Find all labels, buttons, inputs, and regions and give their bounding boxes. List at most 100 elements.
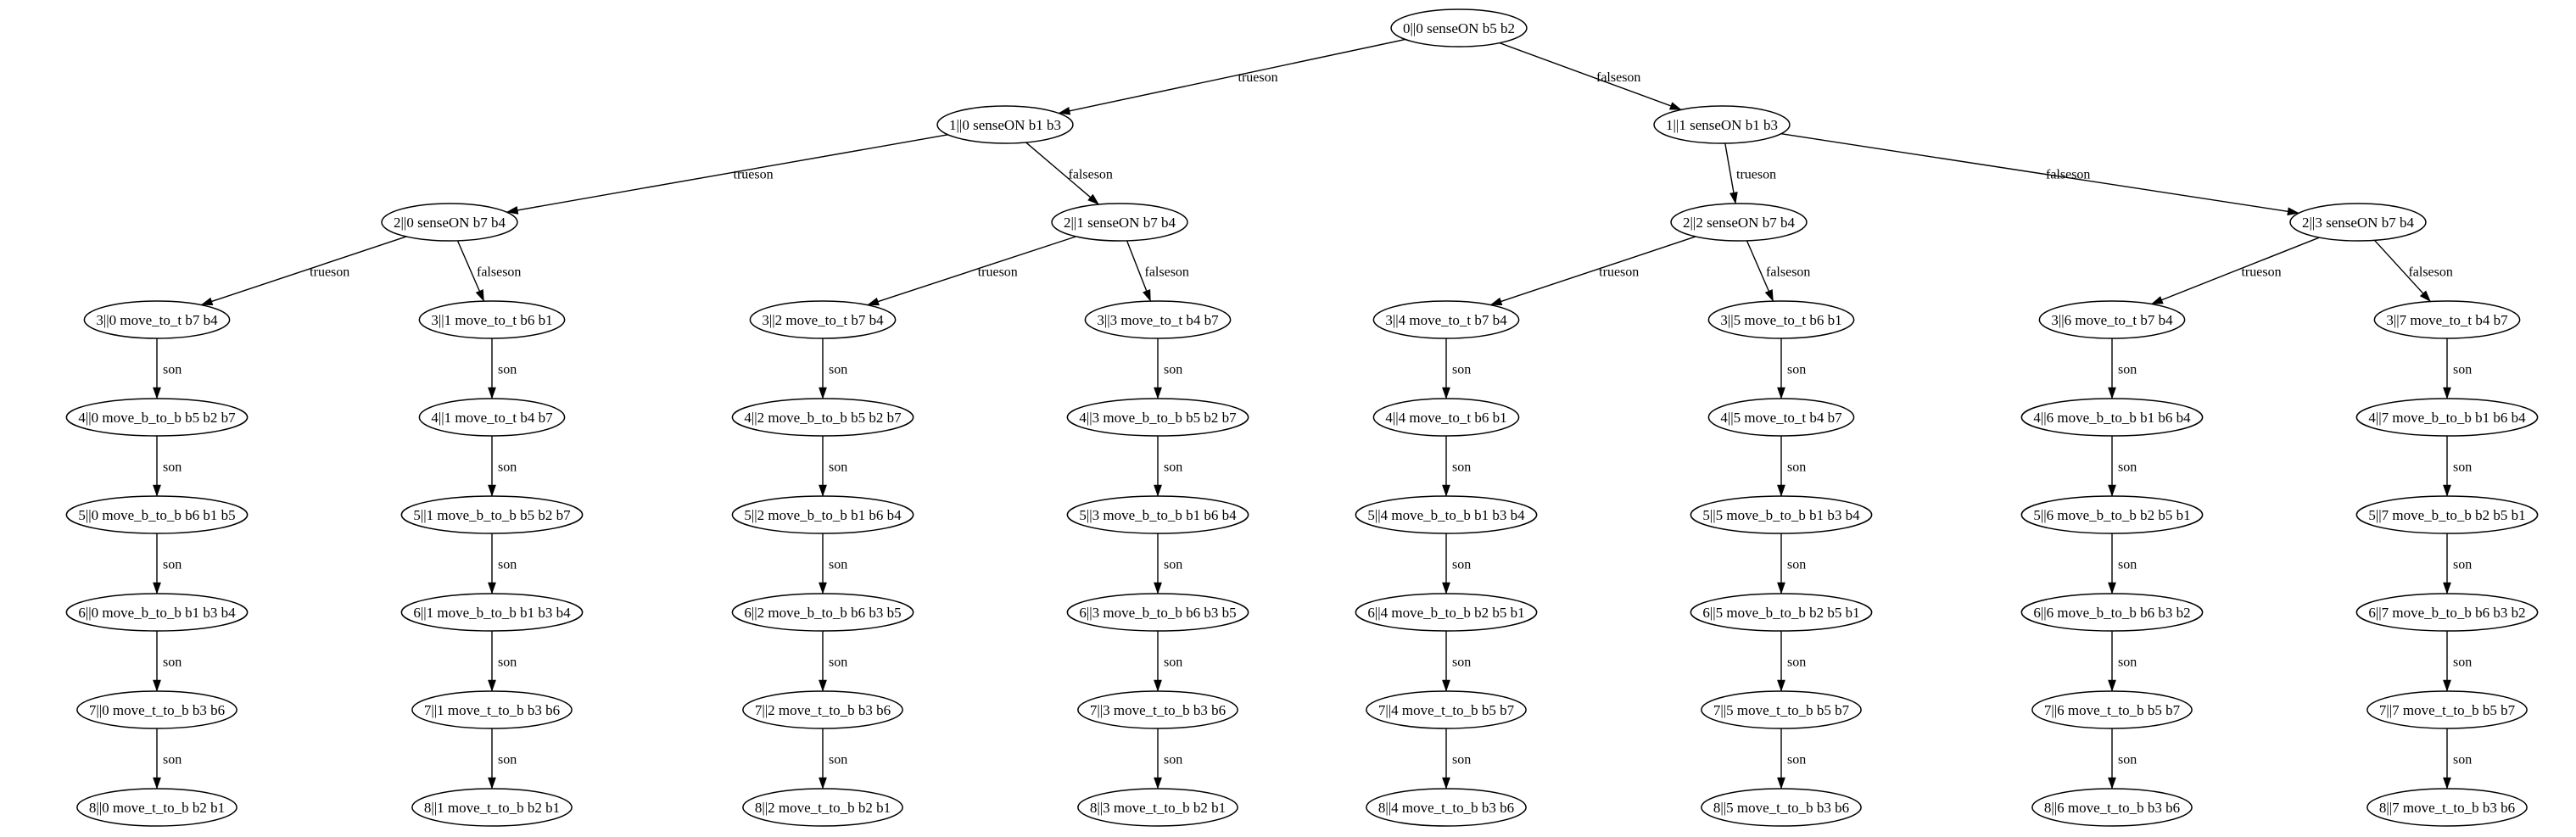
node-label: 3||2 move_to_t b7 b4 [762,312,884,328]
node-ellipse [1701,788,1862,827]
node-ellipse [2020,398,2204,437]
node-ellipse [742,690,903,729]
tree-node-7||6: 7||6 move_t_to_b b5 b7 [2031,690,2193,729]
edge-label: trueson [1599,265,1639,279]
tree-node-8||2: 8||2 move_t_to_b b2 b1 [742,788,903,827]
tree-edge-5||4-6||4: son [1442,533,1471,594]
node-ellipse [400,593,584,632]
edge-label: son [498,753,517,767]
node-ellipse [1701,690,1862,729]
edge-label: son [1452,656,1471,670]
tree-node-3||7: 3||7 move_to_t b4 b7 [2373,300,2521,339]
tree-node-1||0: 1||0 senseON b1 b3 [936,105,1074,144]
node-label: 8||2 move_t_to_b b2 b1 [755,800,891,816]
node-label: 3||5 move_to_t b6 b1 [1720,312,1841,328]
node-label: 6||4 move_b_to_b b2 b5 b1 [1367,605,1524,621]
node-ellipse [1355,593,1538,632]
tree-node-6||0: 6||0 move_b_to_b b1 b3 b4 [65,593,249,632]
edge-line [1489,236,1696,306]
node-ellipse [1707,398,1855,437]
node-label: 3||0 move_to_t b7 b4 [96,312,218,328]
tree-edge-6||6-7||6: son [2108,631,2137,692]
node-ellipse [418,300,566,339]
edge-line [1126,240,1152,302]
tree-node-5||7: 5||7 move_b_to_b b2 b5 b1 [2355,495,2539,534]
edge-label: trueson [734,168,774,182]
tree-edge-7||7-8||7: son [2443,728,2472,790]
tree-node-2||0: 2||0 senseON b7 b4 [381,203,518,242]
node-ellipse [83,300,231,339]
edge-label: son [1164,363,1182,377]
tree-node-6||1: 6||1 move_b_to_b b1 b3 b4 [400,593,584,632]
node-label: 3||6 move_to_t b7 b4 [2051,312,2173,328]
tree-edge-3||7-4||7: son [2443,338,2472,399]
tree-node-5||3: 5||3 move_b_to_b b1 b6 b4 [1066,495,1249,534]
edge-label: son [1787,656,1806,670]
tree-node-8||4: 8||4 move_t_to_b b3 b6 [1366,788,1527,827]
node-ellipse [1690,495,1873,534]
tree-node-4||6: 4||6 move_b_to_b b1 b6 b4 [2020,398,2204,437]
node-label: 6||2 move_b_to_b b6 b3 b5 [744,605,901,621]
edge-line [2150,237,2320,305]
tree-node-6||2: 6||2 move_b_to_b b6 b3 b5 [731,593,914,632]
tree-node-6||4: 6||4 move_b_to_b b2 b5 b1 [1355,593,1538,632]
tree-node-5||5: 5||5 move_b_to_b b1 b3 b4 [1690,495,1873,534]
node-ellipse [1077,690,1238,729]
edge-label: son [1787,460,1806,475]
tree-node-6||7: 6||7 move_b_to_b b6 b3 b2 [2355,593,2539,632]
edge-label: son [498,656,517,670]
node-ellipse [65,495,249,534]
node-label: 3||3 move_to_t b4 b7 [1097,312,1219,328]
tree-edge-2||3-3||7: falseson [2373,239,2453,303]
tree-edge-4||6-5||6: son [2108,436,2137,497]
edge-label: son [2453,363,2472,377]
tree-node-4||2: 4||2 move_b_to_b b5 b2 b7 [731,398,914,437]
tree-edge-1||0-2||1: falseson [1025,142,1113,205]
edge-line [2373,239,2431,303]
node-ellipse [1670,203,1808,242]
node-ellipse [1653,105,1791,144]
node-label: 7||3 move_t_to_b b3 b6 [1090,702,1226,718]
tree-node-5||2: 5||2 move_b_to_b b1 b6 b4 [731,495,914,534]
tree-edge-2||0-3||0: trueson [200,236,407,306]
edge-label: son [498,558,517,572]
tree-edge-3||4-4||4: son [1442,338,1471,399]
edge-label: falseson [477,265,521,279]
tree-edge-2||3-3||6: trueson [2150,237,2320,305]
edge-label: son [829,558,847,572]
node-label: 7||1 move_t_to_b b3 b6 [424,702,560,718]
node-label: 8||6 move_t_to_b b3 b6 [2044,800,2180,816]
tree-edge-2||0-3||1: falseson [456,240,521,302]
tree-node-6||6: 6||6 move_b_to_b b6 b3 b2 [2020,593,2204,632]
tree-node-3||2: 3||2 move_to_t b7 b4 [749,300,897,339]
edge-label: son [163,363,182,377]
node-ellipse [749,300,897,339]
node-label: 5||0 move_b_to_b b6 b1 b5 [78,507,235,523]
node-label: 7||5 move_t_to_b b5 b7 [1713,702,1850,718]
node-label: 5||2 move_b_to_b b1 b6 b4 [744,507,902,523]
node-ellipse [2020,593,2204,632]
tree-node-2||1: 2||1 senseON b7 b4 [1051,203,1188,242]
node-ellipse [742,788,903,827]
tree-node-7||7: 7||7 move_t_to_b b5 b7 [2366,690,2528,729]
edge-label: son [163,656,182,670]
node-ellipse [2366,788,2528,827]
node-label: 1||0 senseON b1 b3 [949,117,1061,133]
tree-node-0||0: 0||0 senseON b5 b2 [1390,8,1528,47]
node-label: 2||3 senseON b7 b4 [2302,215,2414,231]
node-ellipse [1077,788,1238,827]
tree-edge-1||1-2||2: trueson [1724,142,1776,204]
node-label: 4||7 move_b_to_b b1 b6 b4 [2368,410,2526,426]
tree-edge-4||2-5||2: son [819,436,847,497]
tree-edge-5||2-6||2: son [819,533,847,594]
node-ellipse [1372,300,1520,339]
node-label: 5||6 move_b_to_b b2 b5 b1 [2033,507,2190,523]
node-ellipse [76,788,237,827]
node-ellipse [1084,300,1232,339]
tree-edge-4||5-5||5: son [1777,436,1806,497]
edge-label: son [1452,558,1471,572]
tree-node-4||4: 4||4 move_to_t b6 b1 [1372,398,1520,437]
tree-edge-3||6-4||6: son [2108,338,2137,399]
edge-label: son [1164,460,1182,475]
